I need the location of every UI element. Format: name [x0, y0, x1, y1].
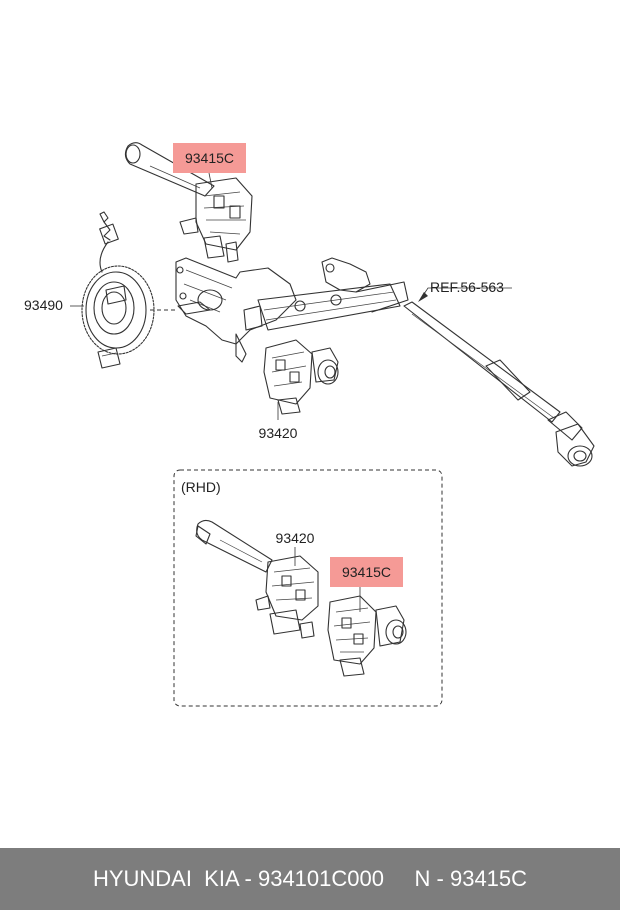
rhd-left-part-number: 93420	[276, 530, 315, 546]
rhd-inset-frame	[173, 469, 443, 707]
steering-column	[175, 257, 595, 467]
rhd-title: (RHD)	[181, 479, 221, 495]
ref-arrow-icon	[418, 292, 428, 302]
clock-spring	[81, 211, 155, 369]
part-number-footer: HYUNDAI KIA - 934101C000 N - 93415C	[0, 848, 620, 910]
clock-spring-part-number: 93490	[24, 297, 63, 313]
rhd-left-switch	[195, 519, 319, 639]
rhd-right-switch	[327, 595, 407, 677]
top-switch-highlight	[173, 143, 246, 173]
rhd-right-highlight	[330, 557, 403, 587]
ref-label: REF.56-563	[430, 279, 504, 295]
top-combination-switch	[124, 142, 253, 263]
rhd-right-part-number: 93415C	[342, 564, 391, 580]
top-switch-part-number: 93415C	[185, 150, 234, 166]
lower-switch-part-number: 93420	[259, 425, 298, 441]
lower-combination-switch	[263, 339, 339, 415]
parts-diagram: 93415C 93490	[24, 142, 595, 707]
